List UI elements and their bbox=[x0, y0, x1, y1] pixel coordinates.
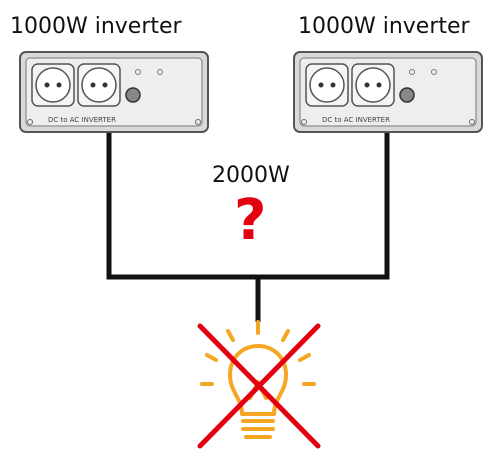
question-mark: ? bbox=[234, 188, 267, 253]
power-button-icon bbox=[399, 87, 415, 103]
screw-icon bbox=[469, 119, 475, 125]
wiring bbox=[106, 132, 390, 322]
red-x-cross-icon bbox=[197, 323, 321, 449]
socket-icon bbox=[77, 63, 121, 107]
inverter-right: DC to AC INVERTER bbox=[293, 51, 483, 133]
indicator-led-icon bbox=[431, 69, 437, 75]
socket-icon bbox=[31, 63, 75, 107]
inverter-left-title: 1000W inverter bbox=[10, 14, 182, 39]
indicator-led-icon bbox=[135, 69, 141, 75]
inverter-left-panel-text: DC to AC INVERTER bbox=[48, 116, 116, 124]
combined-power-label: 2000W bbox=[212, 163, 290, 188]
inverter-left: DC to AC INVERTER bbox=[19, 51, 209, 133]
socket-icon bbox=[351, 63, 395, 107]
indicator-led-icon bbox=[157, 69, 163, 75]
indicator-led-icon bbox=[409, 69, 415, 75]
screw-icon bbox=[195, 119, 201, 125]
socket-icon bbox=[305, 63, 349, 107]
screw-icon bbox=[27, 119, 33, 125]
light-bulb-icon bbox=[200, 320, 316, 439]
screw-icon bbox=[301, 119, 307, 125]
inverter-right-panel-text: DC to AC INVERTER bbox=[322, 116, 390, 124]
inverter-right-title: 1000W inverter bbox=[298, 14, 470, 39]
power-button-icon bbox=[125, 87, 141, 103]
